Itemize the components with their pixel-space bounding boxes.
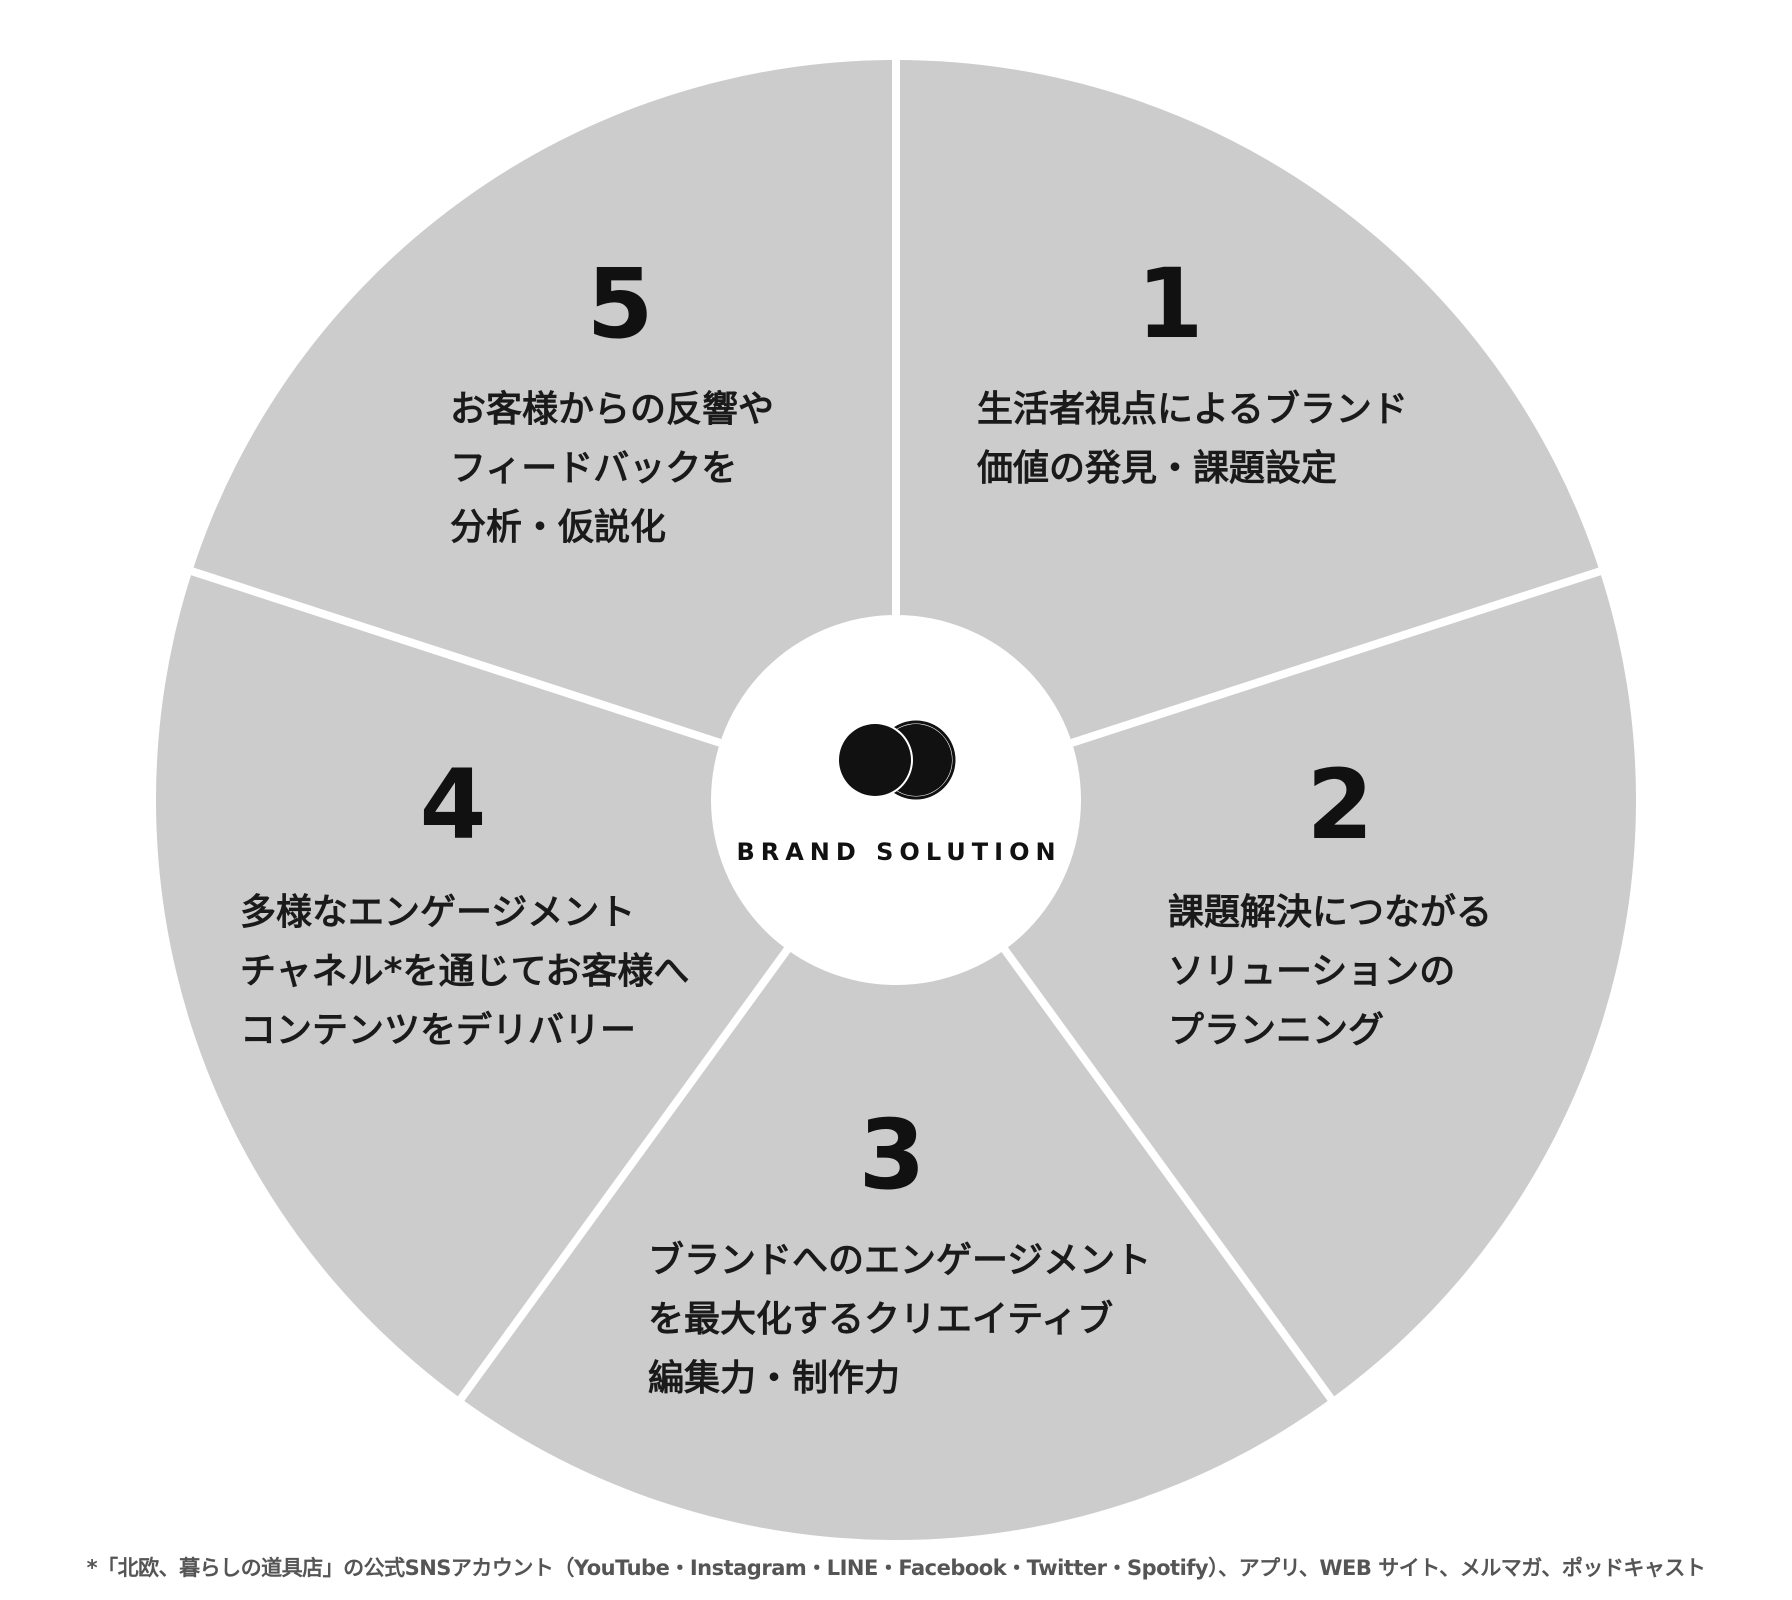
segment-number: 1 — [1137, 248, 1204, 360]
segment-text-line: ブランドへのエンゲージメント — [648, 1239, 1151, 1281]
segment-text-line: プランニング — [1168, 1010, 1384, 1051]
segment-text-line: 編集力・制作力 — [648, 1358, 900, 1399]
segment-5 — [192, 60, 896, 800]
two-overlapping-circles-icon — [837, 720, 956, 800]
segment-text-line: 多様なエンゲージメント — [240, 892, 635, 933]
center-label: BRAND SOLUTION — [736, 838, 1061, 866]
segment-text-line: お客様からの反響や — [450, 388, 774, 430]
segment-number: 4 — [420, 749, 487, 861]
center-circle — [711, 615, 1081, 985]
segment-2 — [896, 571, 1636, 1399]
segment-number: 5 — [587, 248, 654, 360]
segment-number: 3 — [859, 1099, 926, 1211]
segment-text-line: 分析・仮説化 — [450, 507, 666, 548]
segment-3 — [461, 800, 1331, 1540]
center-hub: BRAND SOLUTION — [711, 615, 1081, 985]
segment-text-line: 価値の発見・課題設定 — [976, 448, 1337, 489]
segment-text-line: フィードバックを — [450, 448, 737, 489]
segment-text-line: コンテンツをデリバリー — [240, 1009, 636, 1051]
segment-1 — [896, 60, 1600, 800]
segment-text-line: ソリューションの — [1168, 951, 1455, 992]
footnote: *「北欧、暮らしの道具店」の公式SNSアカウント（YouTube・Instagr… — [86, 1556, 1706, 1580]
segment-text-line: 課題解決につながる — [1168, 892, 1492, 933]
segment-text-line: を最大化するクリエイティブ — [648, 1298, 1113, 1340]
segment-text-line: チャネル*を通じてお客様へ — [240, 951, 689, 992]
segment-4 — [156, 571, 897, 1399]
segment-text-line: 生活者視点によるブランド — [977, 388, 1408, 430]
segment-number: 2 — [1307, 749, 1374, 861]
